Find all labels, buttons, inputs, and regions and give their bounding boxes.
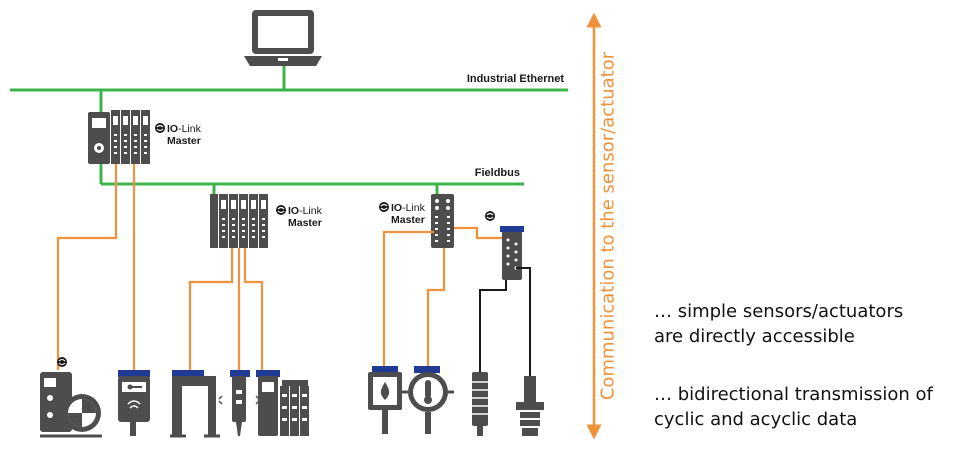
vibration-sensor-icon: [40, 357, 102, 438]
master-label-2: Master: [288, 217, 322, 229]
io-link-logo-icon: [484, 210, 496, 222]
io-link-logo-icon: [378, 201, 390, 213]
rfid-reader-icon: [118, 370, 150, 436]
io-link-master-3: [431, 194, 454, 248]
light-barrier-icon: [218, 370, 260, 436]
cable-vibration: [56, 164, 118, 370]
note-bidirectional-line-2: cyclic and acyclic data: [654, 409, 858, 430]
standard-cables: [479, 267, 531, 378]
io-link-master-1: [88, 110, 150, 164]
temperature-sensor-icon: [402, 366, 454, 434]
note-bidirectional: … bidirectional transmission of cyclic a…: [654, 382, 933, 432]
proximity-sensor-icon: [516, 376, 544, 436]
level-sensor-icon: [368, 366, 402, 434]
fieldbus-label: Fieldbus: [475, 167, 520, 179]
master-label-1: Master: [167, 135, 201, 147]
io-link-hub: [500, 226, 524, 280]
io-link-label-2: IO-Link: [288, 205, 323, 217]
cable-humidity: [479, 280, 507, 372]
cable-level: [382, 230, 434, 370]
note-bidirectional-line-1: … bidirectional transmission of: [654, 384, 933, 405]
industrial-ethernet-label: Industrial Ethernet: [467, 73, 565, 85]
fork-sensor-icon: [170, 370, 220, 438]
communication-label: Communication to the sensor/actuator: [597, 51, 619, 401]
io-link-logo-icon: [275, 204, 287, 216]
note-direct-access: … simple sensors/actuators are directly …: [654, 299, 903, 349]
io-link-label-1: IO-Link: [167, 123, 202, 135]
io-link-label-3: IO-Link: [391, 202, 426, 214]
io-link-cables: [56, 164, 502, 370]
io-link-master-2: [210, 194, 268, 248]
note-direct-access-line-2: are directly accessible: [654, 326, 855, 347]
cable-proximity: [516, 267, 531, 378]
valve-terminal-icon: [256, 370, 309, 436]
note-direct-access-line-1: … simple sensors/actuators: [654, 301, 904, 322]
cable-valve: [243, 248, 264, 370]
master-label-3: Master: [391, 214, 425, 226]
cable-fork: [188, 248, 234, 370]
humidity-sensor-icon: [472, 372, 488, 436]
cable-temperature: [426, 248, 446, 370]
cable-hub: [454, 226, 502, 240]
io-link-logo-icon: [154, 122, 166, 134]
laptop-icon: [244, 10, 322, 66]
